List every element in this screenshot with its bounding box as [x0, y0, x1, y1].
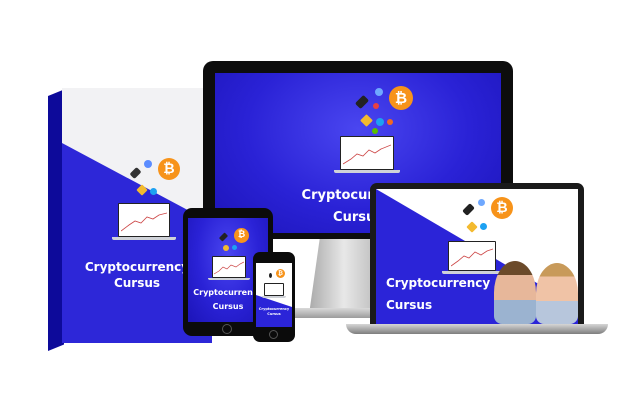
ripple-icon [376, 118, 384, 126]
phone-title-line2: Cursus [267, 312, 281, 316]
bitcoin-icon: ₿ [234, 228, 249, 243]
phone-screen: ₿ Cryptocurrency Cursus [256, 263, 292, 327]
ripple-icon [150, 188, 157, 195]
laptop-base [346, 324, 608, 334]
laptop: ₿ Cryptocurrency Cursus [370, 183, 584, 326]
binance-icon [360, 114, 373, 127]
binance-icon [221, 243, 231, 253]
box-white-diagonal [62, 88, 212, 223]
tablet-title-line2: Cursus [212, 302, 244, 311]
monero-icon [387, 119, 393, 125]
bitcoin-icon: ₿ [276, 269, 285, 278]
bitcoin-icon: ₿ [491, 197, 513, 219]
phone-title-line1: Cryptocurrency [258, 307, 290, 311]
monitor-foot [286, 308, 426, 318]
cardano-icon [144, 160, 152, 168]
ethereum-icon [354, 94, 370, 110]
cardano-icon [375, 88, 383, 96]
box-title-line1: Cryptocurrency [84, 260, 190, 274]
box-title-line2: Cursus [113, 275, 161, 290]
cardano-icon [478, 199, 485, 206]
tron-icon [373, 103, 379, 109]
tablet-title-line1: Cryptocurrency [193, 288, 263, 297]
phone-title: Cryptocurrency Cursus [256, 307, 292, 317]
phone-home-button[interactable] [269, 330, 278, 339]
presenter-1-photo [494, 261, 536, 324]
tablet-home-button[interactable] [222, 324, 232, 334]
laptop-screen: ₿ Cryptocurrency Cursus [376, 189, 578, 324]
presenter-2-photo [536, 263, 578, 324]
laptop-title: Cryptocurrency Cursus [386, 272, 490, 316]
box-title: Cryptocurrency Cursus [62, 260, 212, 291]
tablet-title: Cryptocurrency Cursus [188, 286, 268, 314]
ethereum-icon [218, 232, 229, 242]
smartphone: ₿ Cryptocurrency Cursus [253, 252, 295, 342]
ethereum-icon [269, 273, 272, 278]
bitcoin-icon: ₿ [158, 158, 180, 180]
ripple-icon [480, 223, 487, 230]
ripple-icon [232, 245, 237, 250]
laptop-title-line2: Cursus [386, 298, 433, 312]
bitcoin-icon: ₿ [389, 86, 413, 110]
laptop-title-line1: Cryptocurrency [386, 276, 491, 290]
neo-icon [372, 128, 378, 134]
